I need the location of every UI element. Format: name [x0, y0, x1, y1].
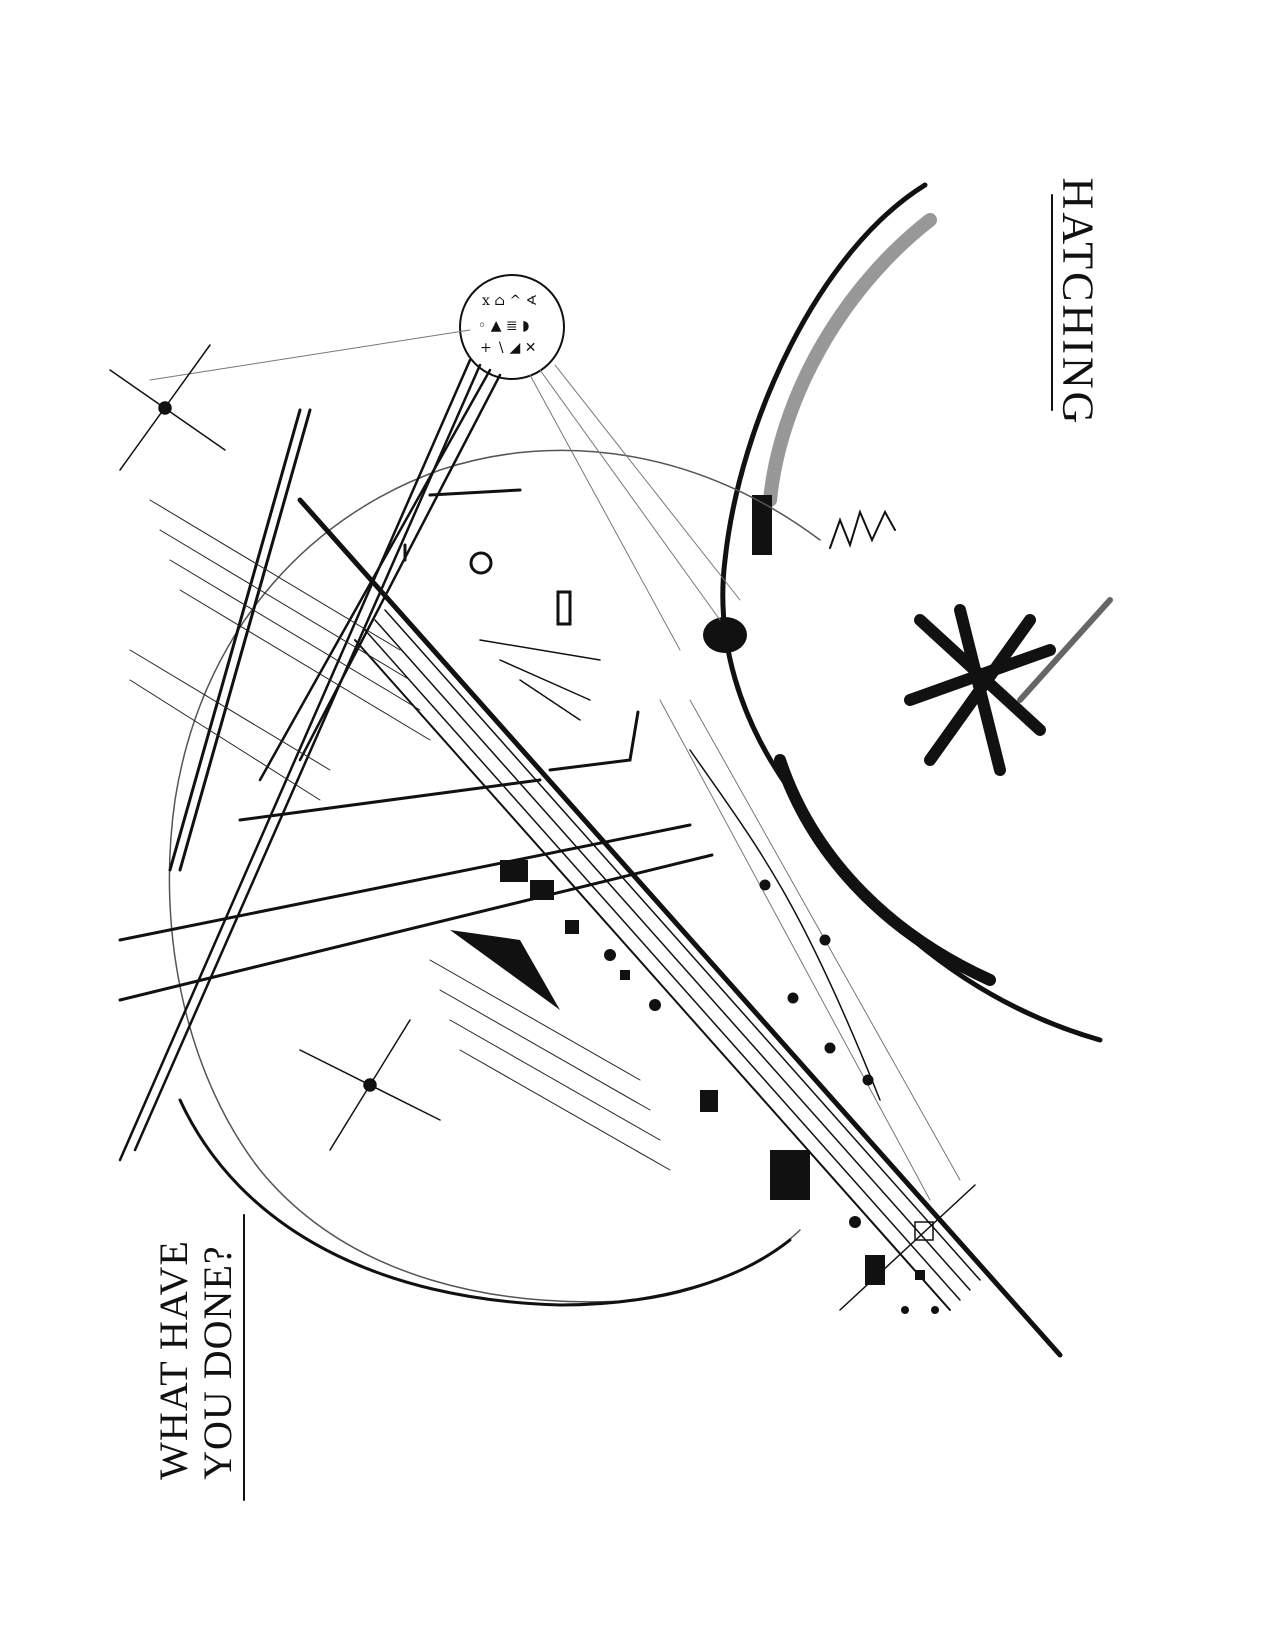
dark-wedge	[450, 930, 560, 1010]
artwork-title: HATCHING	[1053, 177, 1103, 427]
svg-text:+ ∖ ◢ ✕: + ∖ ◢ ✕	[480, 340, 537, 356]
main-diagonal-staff	[297, 497, 1063, 1358]
notes-upper-right	[689, 749, 881, 1101]
cross-marker-bottom	[299, 1019, 441, 1151]
crescent-shading	[763, 213, 937, 507]
crescent-thick-stroke	[774, 754, 996, 986]
cross-marker-top	[109, 344, 226, 471]
ink-blob	[703, 617, 747, 653]
starburst	[904, 597, 1113, 776]
small-symbols	[403, 488, 640, 772]
musical-notes	[500, 860, 939, 1314]
signature-mark	[829, 509, 896, 549]
artwork-caption: WHAT HAVE YOU DONE?	[151, 1240, 240, 1480]
caption-line-2: YOU DONE?	[195, 1245, 240, 1480]
lower-arc-shaded	[178, 1098, 792, 1307]
hatching-strokes	[129, 499, 671, 1171]
caption-line-1: WHAT HAVE	[151, 1240, 196, 1480]
crossing-lines	[118, 778, 714, 1002]
beam-lines	[118, 358, 502, 1162]
faint-rays	[149, 329, 961, 1201]
hatched-bars	[168, 408, 312, 872]
grid-cross	[839, 1184, 976, 1311]
symbol-circle: x ⌂ ^ ∢ ◦ ▲ ≣ ◗ + ∖ ◢ ✕	[459, 274, 565, 380]
ink-bar	[752, 495, 772, 555]
svg-text:x ⌂ ^ ∢: x ⌂ ^ ∢	[482, 293, 537, 309]
svg-text:◦ ▲ ≣ ◗: ◦ ▲ ≣ ◗	[478, 318, 529, 334]
large-crescent-arc	[720, 182, 1103, 1043]
